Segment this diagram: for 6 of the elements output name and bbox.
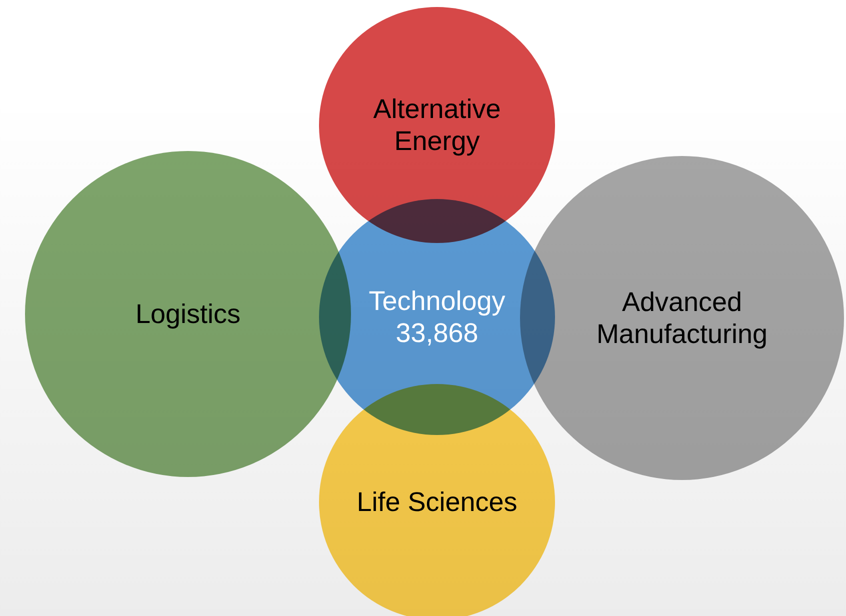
- circle-label: Logistics: [135, 298, 241, 330]
- circle-label: 33,868: [396, 317, 478, 349]
- circle-label: Technology: [368, 285, 506, 317]
- circle-label: Advanced Manufacturing: [595, 286, 769, 350]
- circle-label: Life Sciences: [356, 486, 518, 518]
- circle-label: Alternative Energy: [372, 93, 502, 157]
